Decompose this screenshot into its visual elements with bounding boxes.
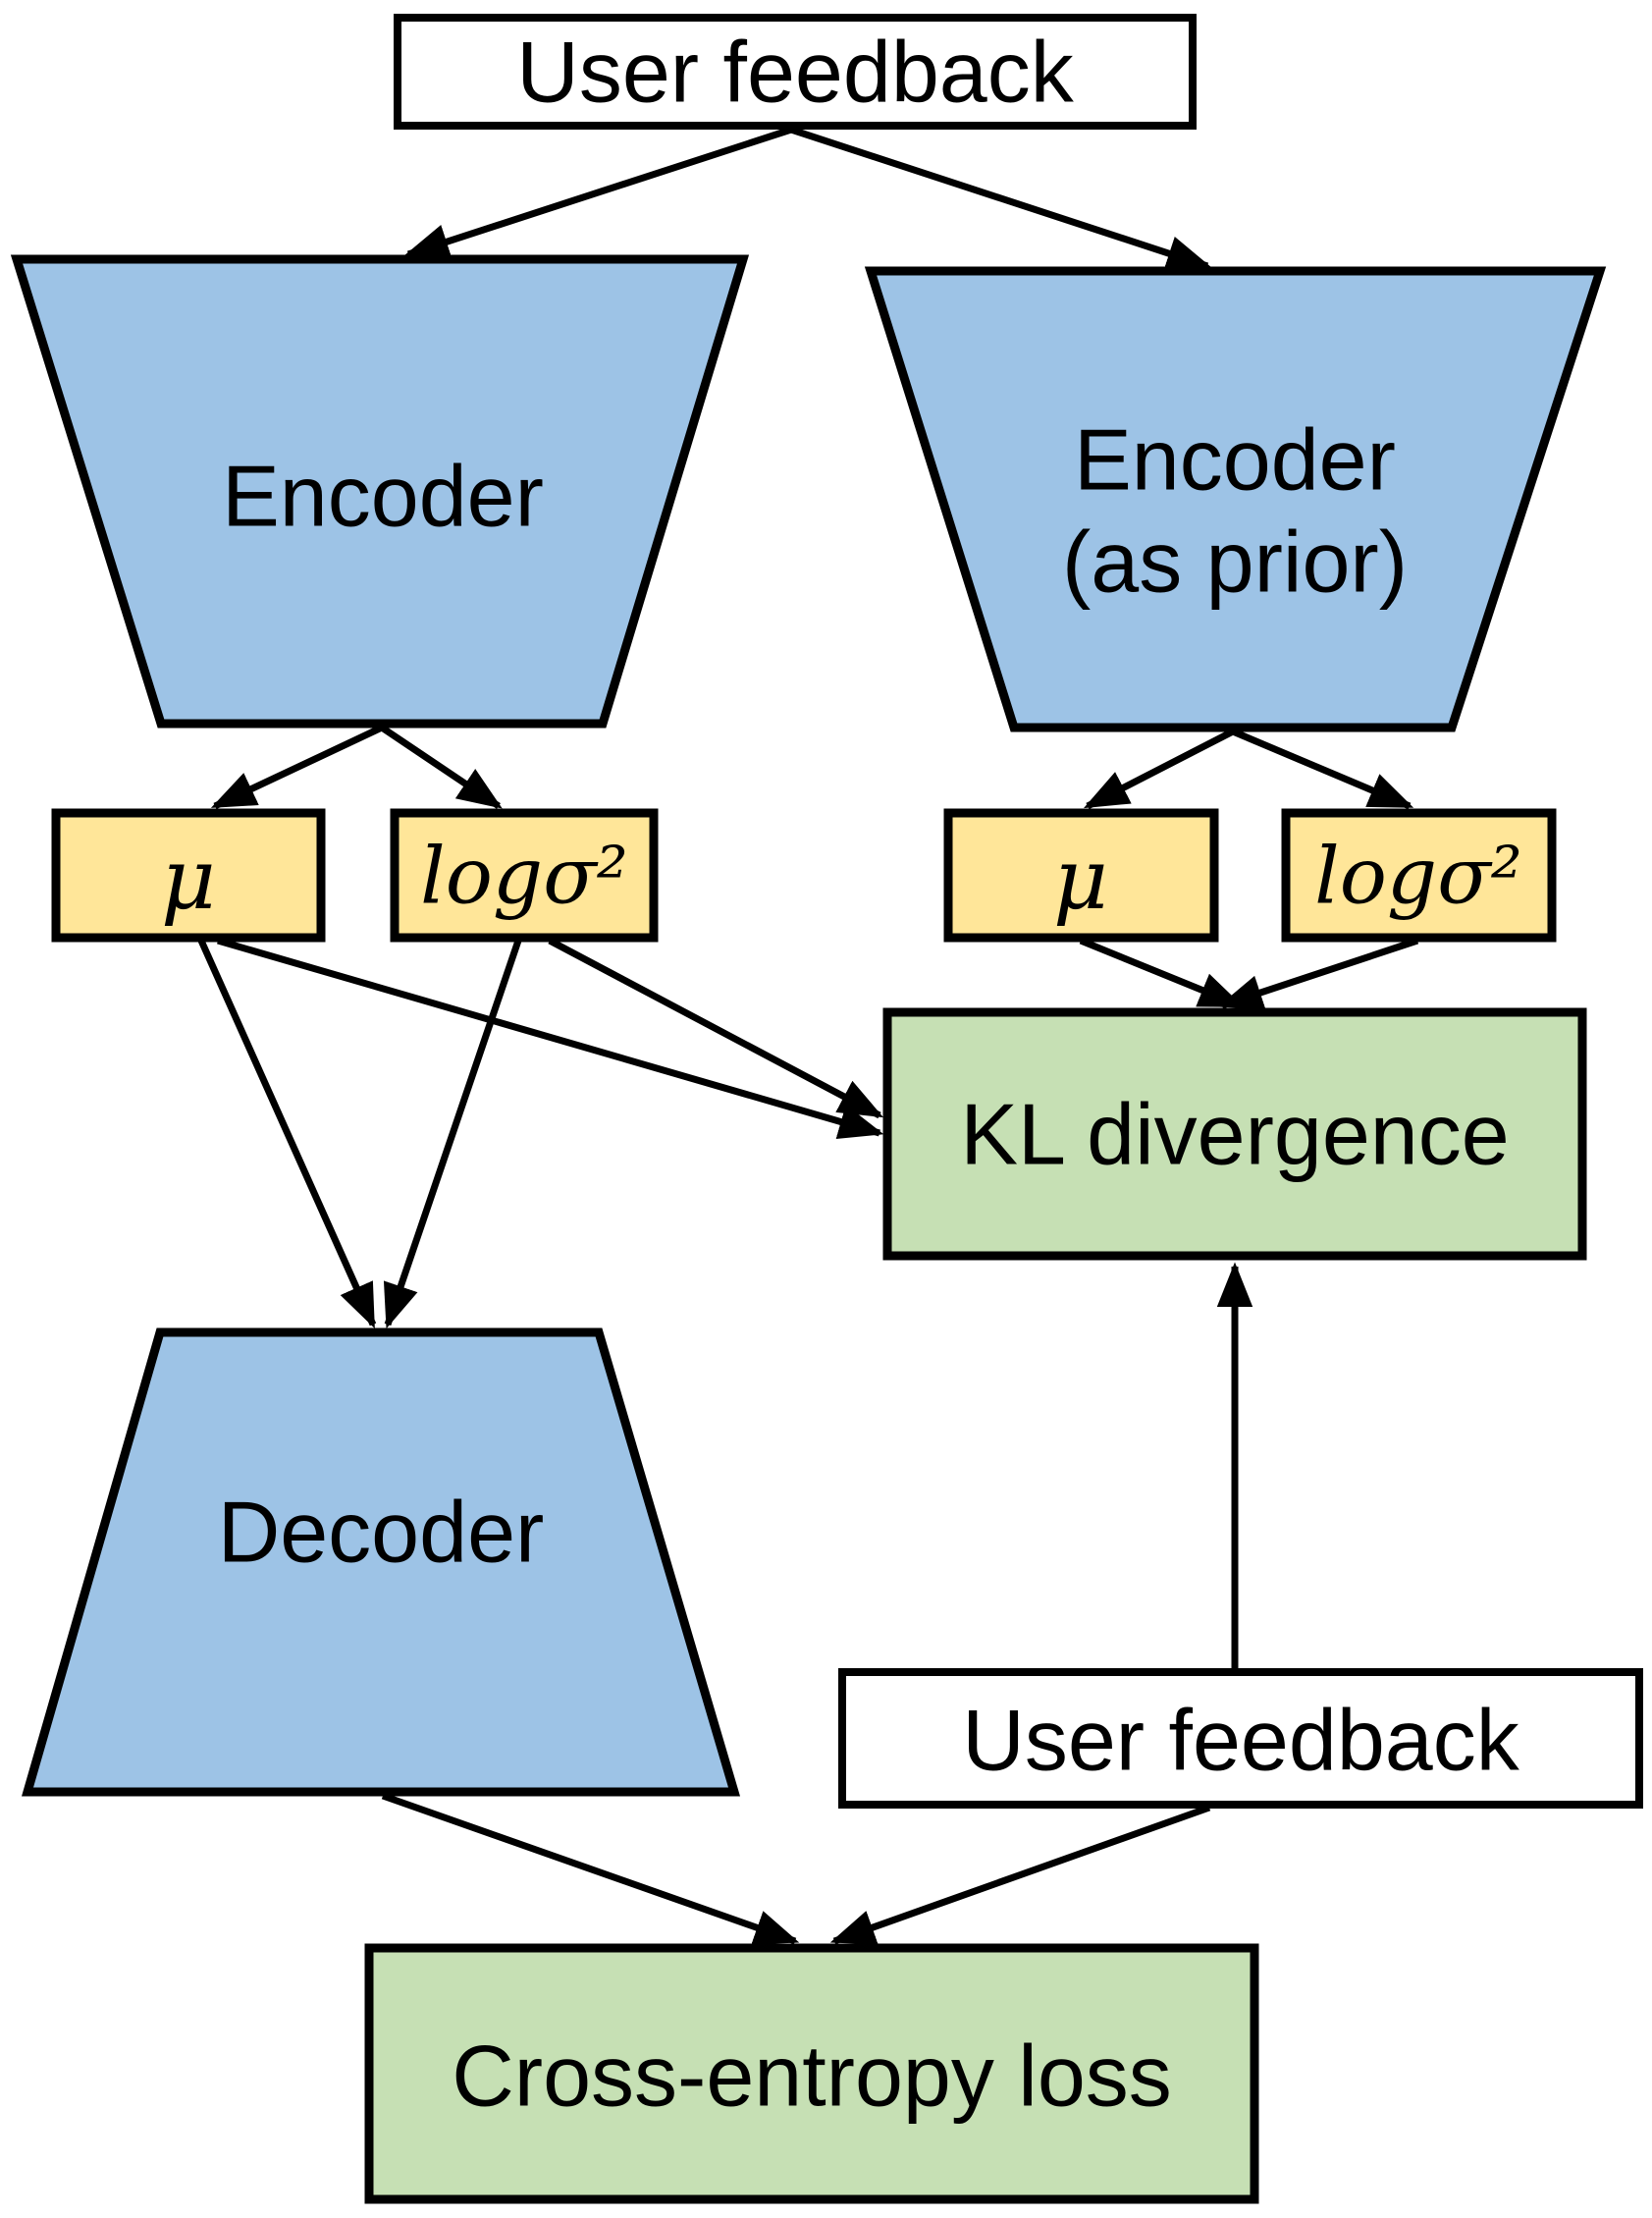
arrow-encoder-right-to-logvar bbox=[1231, 728, 1414, 810]
cross-entropy-label: Cross-entropy loss bbox=[452, 2028, 1172, 2125]
mu-left-label: μ bbox=[161, 831, 216, 929]
mu-left-box bbox=[51, 808, 326, 943]
user-feedback-top-box bbox=[394, 14, 1197, 130]
arrow-feedback-to-encoder-left bbox=[403, 126, 793, 259]
user-feedback-top-label: User feedback bbox=[516, 24, 1074, 121]
logvar-left-box bbox=[390, 808, 659, 943]
encoder-right-label-line2: (as prior) bbox=[1062, 514, 1408, 611]
arrow-feedback-to-encoder-right bbox=[789, 126, 1212, 271]
arrow-feedback-bottom-to-crossentropy bbox=[829, 1804, 1211, 1945]
encoder-left-label: Encoder bbox=[222, 448, 544, 545]
kl-divergence-box bbox=[882, 1007, 1587, 1261]
mu-right-box bbox=[943, 808, 1219, 943]
arrow-encoder-left-to-mu bbox=[210, 724, 384, 810]
cross-entropy-box bbox=[364, 1943, 1259, 2204]
arrow-mu-left-to-kl bbox=[217, 937, 884, 1140]
kl-divergence-label: KL divergence bbox=[960, 1086, 1509, 1183]
logvar-right-box bbox=[1281, 808, 1557, 943]
arrow-mu-right-to-kl bbox=[1079, 937, 1245, 1009]
encoder-right-trapezoid bbox=[864, 266, 1607, 732]
arrow-logvar-left-to-decoder bbox=[383, 939, 522, 1329]
user-feedback-bottom-box bbox=[838, 1668, 1643, 1809]
arrow-mu-left-to-decoder bbox=[197, 939, 377, 1329]
arrow-encoder-right-to-mu bbox=[1083, 728, 1235, 810]
logvar-left-label: logσ² bbox=[420, 831, 628, 922]
arrow-logvar-right-to-kl bbox=[1217, 937, 1419, 1010]
encoder-left-trapezoid bbox=[10, 254, 750, 729]
arrow-decoder-to-crossentropy bbox=[381, 1792, 800, 1945]
decoder-label: Decoder bbox=[218, 1484, 545, 1581]
encoder-right-label-line1: Encoder bbox=[1074, 411, 1396, 509]
arrow-logvar-left-to-kl bbox=[548, 937, 884, 1119]
user-feedback-bottom-label: User feedback bbox=[962, 1692, 1519, 1789]
mu-right-label: μ bbox=[1053, 831, 1108, 929]
arrow-encoder-left-to-logvar bbox=[380, 725, 503, 809]
decoder-trapezoid bbox=[22, 1327, 741, 1797]
logvar-right-label: logσ² bbox=[1314, 831, 1522, 922]
